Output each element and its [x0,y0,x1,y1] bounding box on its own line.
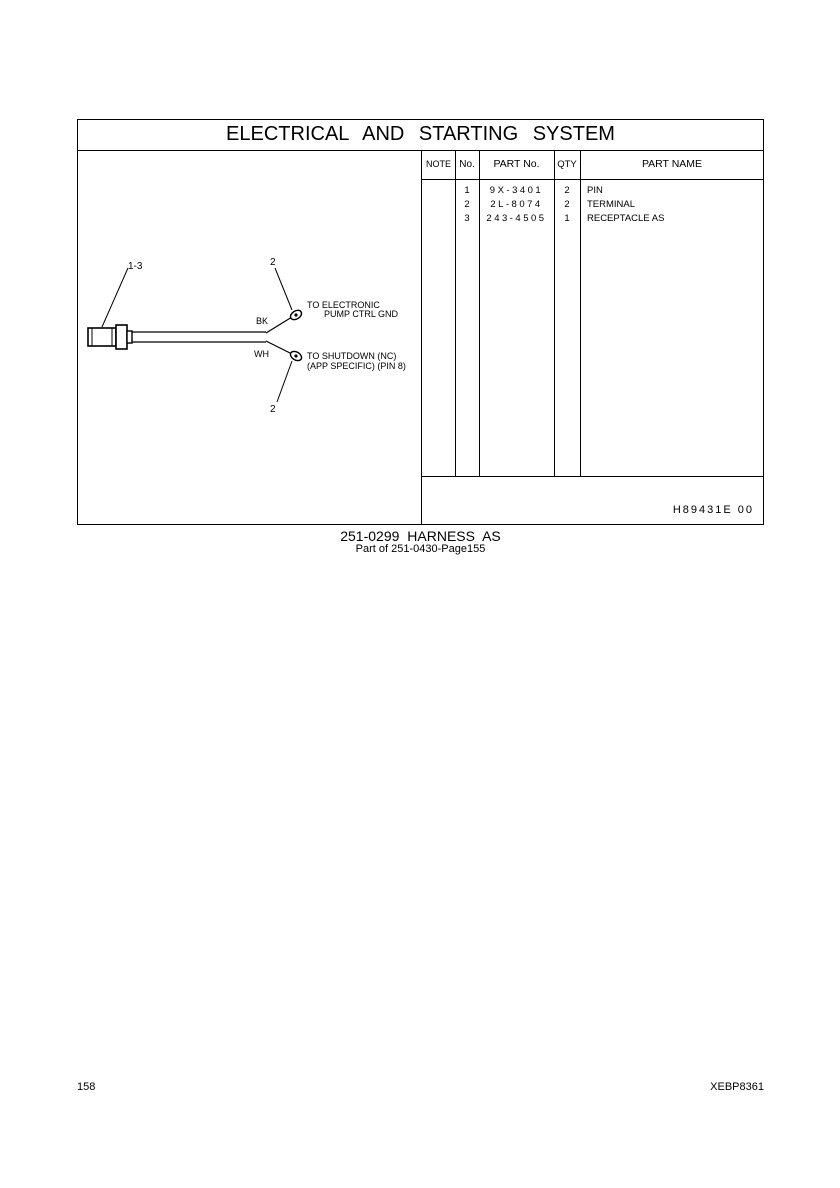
table-bottom-rule [422,476,764,477]
col-divider [580,150,581,476]
row-part-name: TERMINAL [587,199,636,210]
row-qty: 2 [564,185,570,196]
connector-nut [126,330,133,344]
harness-drawing: 1-3 2 2 BK WH TO ELECTRONIC PUMP CTRL GN… [87,257,406,415]
col-divider [554,150,555,476]
leader-terminal-bottom [276,360,293,403]
dest-top-line1: TO ELECTRONIC [307,300,380,310]
parts-table: NOTE No. PART No. QTY PART NAME 1 9X-340… [421,150,764,524]
illustration-code: H89431E 00 [672,504,754,516]
callout-terminal-top: 2 [270,257,276,268]
page-number: 158 [77,1081,96,1093]
row-part-name: RECEPTACLE AS [587,213,665,224]
callout-connector: 1-3 [128,261,143,272]
wire-wh [265,340,293,355]
callout-terminal-bottom: 2 [270,404,276,415]
caption-title: 251-0299 HARNESS AS [340,528,501,544]
wire-bk-label: BK [256,316,268,326]
col-divider [479,150,480,476]
row-no: 1 [464,185,470,196]
dest-bottom-line1: TO SHUTDOWN (NC) [307,351,396,361]
header-part-name: PART NAME [641,158,703,170]
parts-page-frame: ELECTRICAL AND STARTING SYSTEM [77,119,764,525]
section-title: ELECTRICAL AND STARTING SYSTEM [78,120,763,151]
header-qty: QTY [557,159,577,170]
connector-collar [115,324,128,350]
caption-subtitle: Part of 251-0430-Page155 [355,543,486,555]
row-part-name: PIN [587,185,603,196]
parts-table-header: NOTE No. PART No. QTY PART NAME [422,150,764,180]
row-qty: 2 [564,199,570,210]
row-no: 2 [464,199,470,210]
dest-top-line2: PUMP CTRL GND [324,309,399,319]
header-no: No. [459,159,475,170]
terminal-top-hole [294,313,298,317]
row-no: 3 [464,213,470,224]
leader-terminal-top [274,267,293,311]
row-part-no: 9X-3401 [489,185,544,196]
harness-diagram: 1-3 2 2 BK WH TO ELECTRONIC PUMP CTRL GN… [78,150,421,524]
row-qty: 1 [564,213,570,224]
row-part-no: 243-4505 [486,213,547,224]
header-part-no: PART No. [493,158,540,170]
doc-code: XEBP8361 [710,1081,764,1093]
col-divider [455,150,456,476]
wire-wh-label: WH [254,349,269,359]
row-part-no: 2L-8074 [490,199,543,210]
wire-bk [265,316,293,334]
dest-bottom-line2: (APP SPECIFIC) (PIN 8) [307,361,406,371]
header-note: NOTE [425,159,451,169]
terminal-bottom-hole [294,354,298,358]
leader-connector [101,267,129,328]
